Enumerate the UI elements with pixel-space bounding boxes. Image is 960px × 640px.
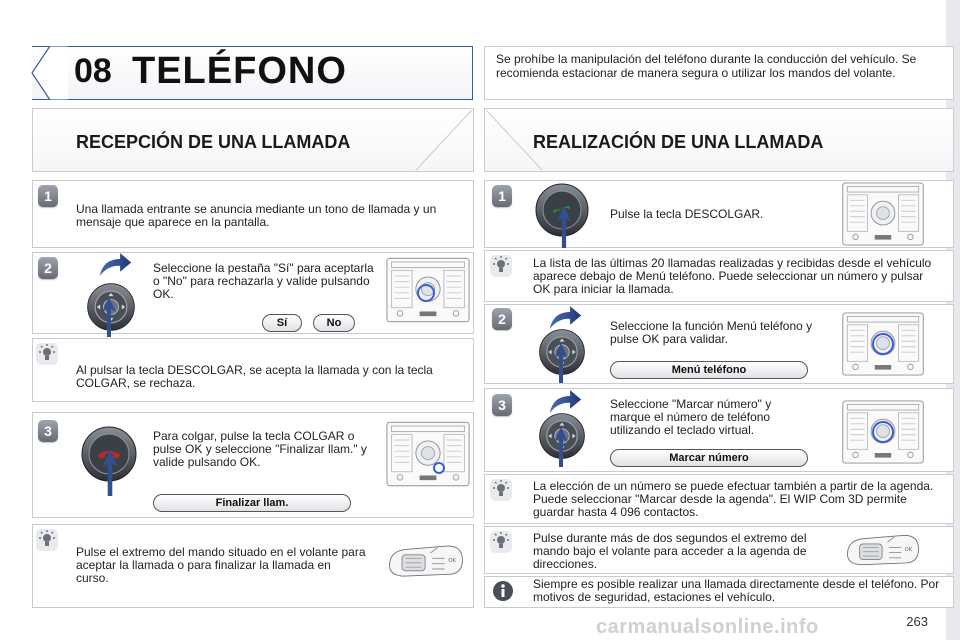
radio-hangup-highlight: [433, 462, 445, 474]
left-step2-badge: 2: [38, 257, 58, 279]
yes-tab[interactable]: Sí: [262, 314, 302, 332]
left-section-title-box: [32, 108, 474, 172]
left-step2-text: Seleccione la pestaña "Sí" para aceptarl…: [153, 261, 374, 301]
rotate-arrow-icon: [548, 305, 582, 331]
rotate-arrow-icon: [548, 389, 582, 415]
tip-bulb-icon: [490, 479, 512, 501]
warning-text: Se prohíbe la manipulación del teléfono …: [496, 52, 917, 80]
right-step3-text: Seleccione "Marcar número" y marque el n…: [610, 397, 772, 437]
right-section-title-box: [484, 108, 954, 172]
press-arrow-icon: [554, 427, 568, 467]
info-icon: [493, 581, 513, 601]
right-tip2-text: La elección de un número se puede efectu…: [533, 479, 934, 519]
right-step2-text: Seleccione la función Menú teléfono y pu…: [610, 319, 813, 346]
right-step1-badge: 1: [492, 185, 512, 207]
left-step1-text: Una llamada entrante se anuncia mediante…: [76, 202, 437, 229]
call-button-icon: [535, 183, 589, 237]
left-section-title: RECEPCIÓN DE UNA LLAMADA: [76, 132, 351, 152]
chapter-header-frame: [32, 46, 473, 100]
phone-menu-button[interactable]: Menú teléfono: [610, 361, 808, 379]
right-step1-text: Pulse la tecla DESCOLGAR.: [610, 207, 764, 221]
radio-unit-icon: [838, 182, 928, 246]
steering-stalk-icon: [844, 528, 922, 572]
tip-bulb-icon: [36, 343, 58, 365]
right-tip3-text: Pulse durante más de dos segundos el ext…: [533, 531, 807, 571]
chapter-header-notch: [31, 46, 68, 100]
left-step1-panel: [32, 180, 474, 248]
press-arrow-icon: [554, 343, 568, 383]
dial-number-button[interactable]: Marcar número: [610, 449, 808, 467]
chapter-title: TELÉFONO: [132, 50, 347, 92]
press-arrow-icon: [102, 450, 118, 496]
end-call-button[interactable]: Finalizar llam.: [153, 494, 351, 512]
steering-stalk-icon: [386, 538, 466, 584]
right-info-text: Siempre es posible realizar una llamada …: [533, 577, 940, 604]
press-arrow-icon: [102, 297, 116, 337]
right-info-panel: [484, 576, 954, 608]
right-step3-badge: 3: [492, 394, 512, 416]
watermark: carmanualsonline.info: [596, 616, 819, 638]
right-section-slash: [485, 109, 543, 171]
left-step3-text: Para colgar, pulse la tecla COLGAR o pul…: [153, 429, 367, 469]
rotate-arrow-icon: [98, 252, 132, 278]
left-step3-badge: 3: [38, 420, 58, 442]
radio-unit-icon: [386, 420, 470, 488]
radio-ok-highlight: [872, 333, 894, 355]
left-section-slash: [415, 109, 473, 171]
left-tip1-text: Al pulsar la tecla DESCOLGAR, se acepta …: [76, 363, 433, 390]
radio-ok-highlight: [417, 284, 435, 302]
left-step1-badge: 1: [38, 185, 58, 207]
tip-bulb-icon: [490, 531, 512, 553]
radio-ok-highlight: [872, 421, 894, 443]
tip-bulb-icon: [36, 529, 58, 551]
right-section-title: REALIZACIÓN DE UNA LLAMADA: [533, 132, 824, 152]
left-tip2-text: Pulse el extremo del mando situado en el…: [76, 545, 366, 585]
page-number: 263: [906, 614, 928, 629]
right-tip1-text: La lista de las últimas 20 llamadas real…: [533, 256, 932, 296]
tip-bulb-icon: [490, 255, 512, 277]
right-tip1-panel: [484, 250, 954, 302]
press-arrow-icon: [556, 206, 572, 248]
no-tab[interactable]: No: [313, 314, 355, 332]
warning-box: [484, 46, 954, 100]
chapter-number: 08: [74, 52, 112, 90]
right-step2-badge: 2: [492, 308, 512, 330]
left-tip1-panel: [32, 338, 474, 402]
right-tip2-panel: [484, 474, 954, 524]
